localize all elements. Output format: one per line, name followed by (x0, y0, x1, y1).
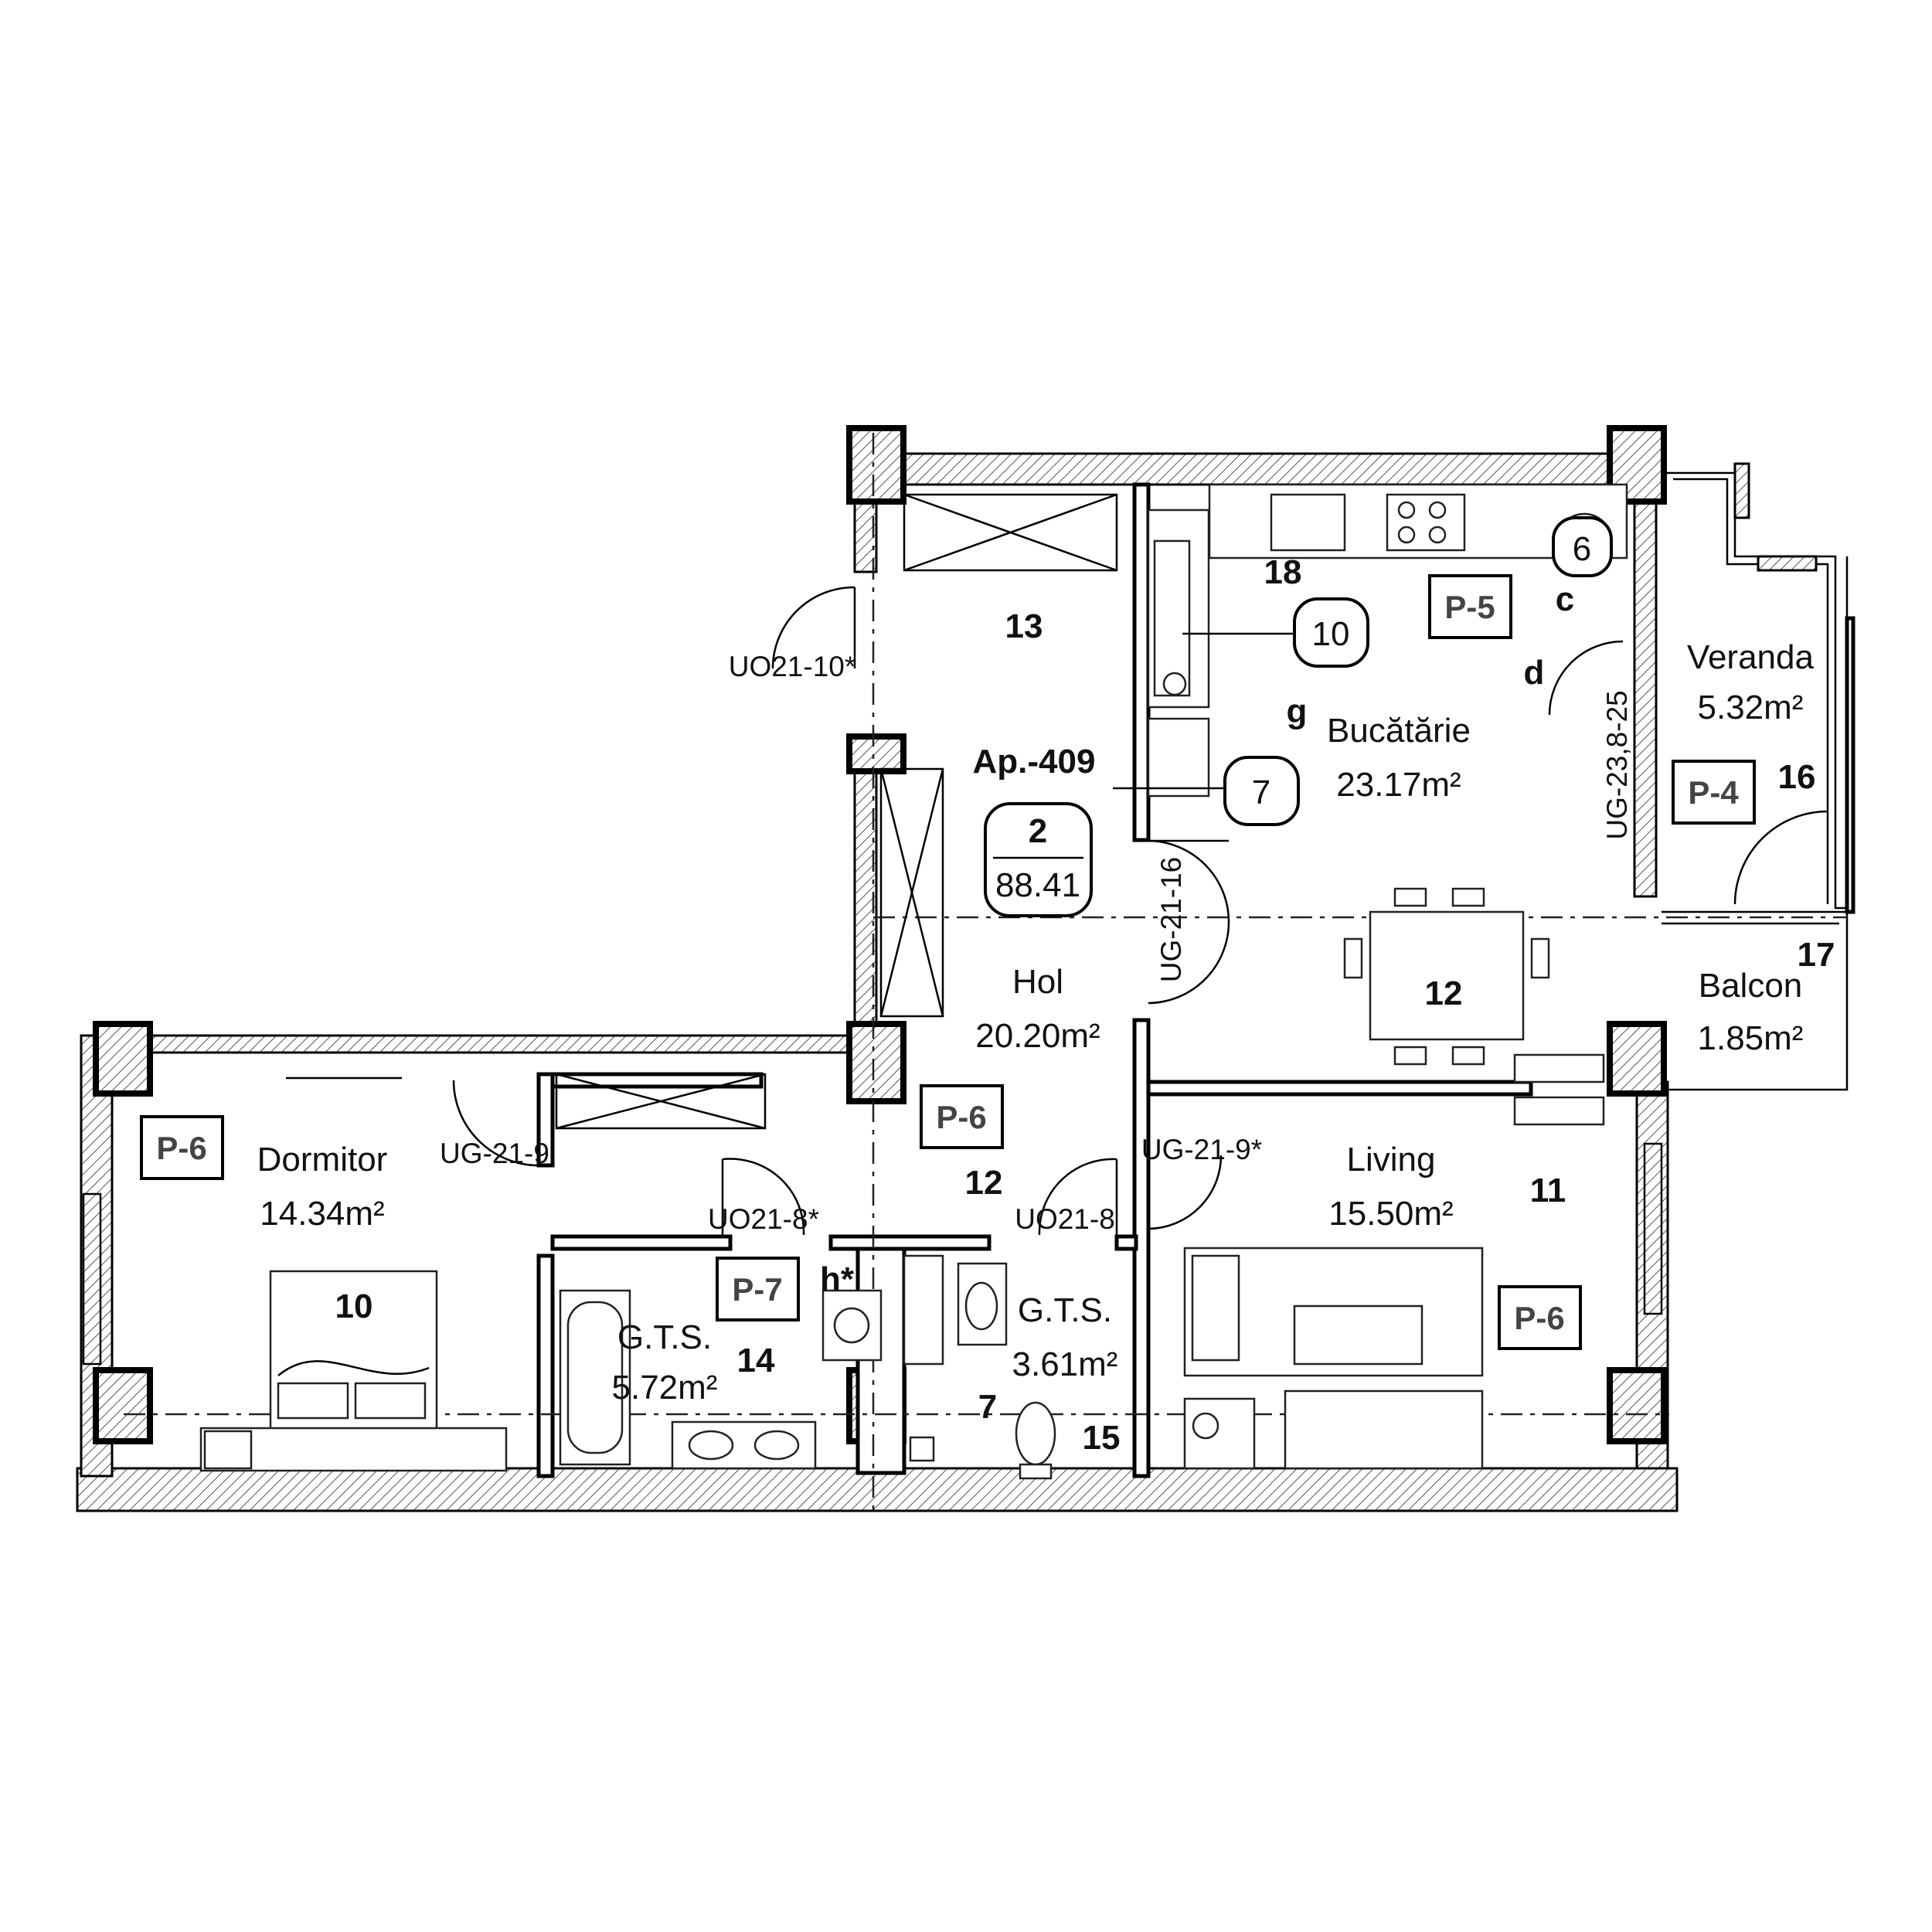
circled-item-7-box (1223, 756, 1300, 826)
item-number-18: 18 (1264, 553, 1302, 591)
door-code-uo21-10: UO21-10* (729, 651, 856, 682)
item-number-7-wc: 7 (978, 1388, 997, 1426)
door-code-ug21-9-left: UG-21-9 (440, 1138, 549, 1169)
room-name-gts-large: G.T.S. (617, 1318, 712, 1356)
letter-d: d (1524, 654, 1545, 692)
finish-tag-p4: P-4 (1688, 774, 1739, 811)
item-number-12-kitchen: 12 (1425, 975, 1463, 1012)
sofa-set (1183, 1247, 1484, 1470)
item-number-15: 15 (1083, 1419, 1121, 1457)
room-name-gts-small: G.T.S. (1018, 1291, 1112, 1329)
finish-tag-p7: P-7 (732, 1271, 782, 1308)
room-area-gts-large: 5.72m² (612, 1369, 718, 1406)
letter-c: c (1556, 580, 1574, 618)
small-bath-fixtures (903, 1254, 1056, 1480)
washing-machine (821, 1289, 883, 1362)
bed (199, 1270, 508, 1472)
item-number-16: 16 (1778, 758, 1816, 796)
item-number-11: 11 (1530, 1172, 1566, 1209)
finish-tag-p6-living: P-6 (1514, 1300, 1564, 1336)
apartment-badge (984, 802, 1093, 917)
circled-item-7: 7 (1252, 774, 1270, 811)
finish-tag-p6-dormitor: P-6 (156, 1130, 206, 1166)
room-name-balcon: Balcon (1699, 967, 1803, 1005)
structural-columns (93, 425, 1667, 1444)
apartment-rooms-count: 2 (1029, 812, 1047, 850)
item-number-13: 13 (1005, 607, 1043, 645)
bathtub (559, 1289, 817, 1470)
room-name-dormitor: Dormitor (257, 1141, 388, 1179)
room-area-hol: 20.20m² (975, 1017, 1100, 1055)
letter-h: h* (820, 1260, 855, 1298)
room-name-veranda: Veranda (1687, 638, 1814, 676)
fridge-unit (1147, 509, 1210, 798)
letter-g: g (1287, 692, 1308, 730)
dining-table (1343, 887, 1605, 1126)
windows (82, 493, 1663, 1366)
room-area-balcon: 1.85m² (1698, 1019, 1804, 1057)
item-number-17: 17 (1798, 936, 1835, 974)
item-number-14: 14 (737, 1342, 775, 1379)
finish-tag-p6-hol-box (920, 1084, 1004, 1149)
finish-tag-p5: P-5 (1444, 589, 1495, 625)
item-number-10: 10 (335, 1287, 373, 1325)
door-code-uo21-8: UO21-8 (1015, 1203, 1115, 1235)
apartment-label: Ap.-409 (973, 743, 1096, 781)
door-code-ug23: UG-23,8-25 (1601, 690, 1633, 839)
door-code-ug21-16: UG-21-16 (1155, 857, 1187, 982)
finish-tag-p6-living-box (1498, 1285, 1582, 1350)
room-name-living: Living (1347, 1141, 1436, 1179)
finish-tag-p6-dormitor-box (140, 1115, 224, 1180)
apartment-total-area: 88.41 (995, 866, 1080, 904)
finish-tag-p6-hol: P-6 (936, 1099, 986, 1135)
finish-tag-p7-box (716, 1257, 800, 1321)
circled-item-6: 6 (1573, 530, 1591, 568)
room-name-hol: Hol (1012, 963, 1063, 1001)
item-number-12-hol: 12 (965, 1164, 1003, 1202)
door-code-ug21-9-right: UG-21-9* (1141, 1134, 1262, 1165)
room-area-gts-small: 3.61m² (1012, 1345, 1118, 1383)
room-area-living: 15.50m² (1328, 1195, 1453, 1233)
room-name-bucatarie: Bucătărie (1327, 712, 1471, 750)
finish-tag-p4-box (1672, 760, 1756, 825)
door-code-uo21-8-star: UO21-8* (708, 1203, 819, 1235)
room-area-bucatarie: 23.17m² (1336, 766, 1461, 804)
room-area-dormitor: 14.34m² (260, 1195, 384, 1233)
circled-item-10-box (1293, 597, 1369, 668)
doors (452, 586, 1828, 1236)
circled-item-10: 10 (1312, 615, 1350, 653)
veranda-balcony-outline (1662, 462, 1855, 1091)
circled-item-6-box (1552, 516, 1613, 577)
finish-tag-p5-box (1428, 574, 1512, 639)
room-area-veranda: 5.32m² (1698, 689, 1804, 726)
